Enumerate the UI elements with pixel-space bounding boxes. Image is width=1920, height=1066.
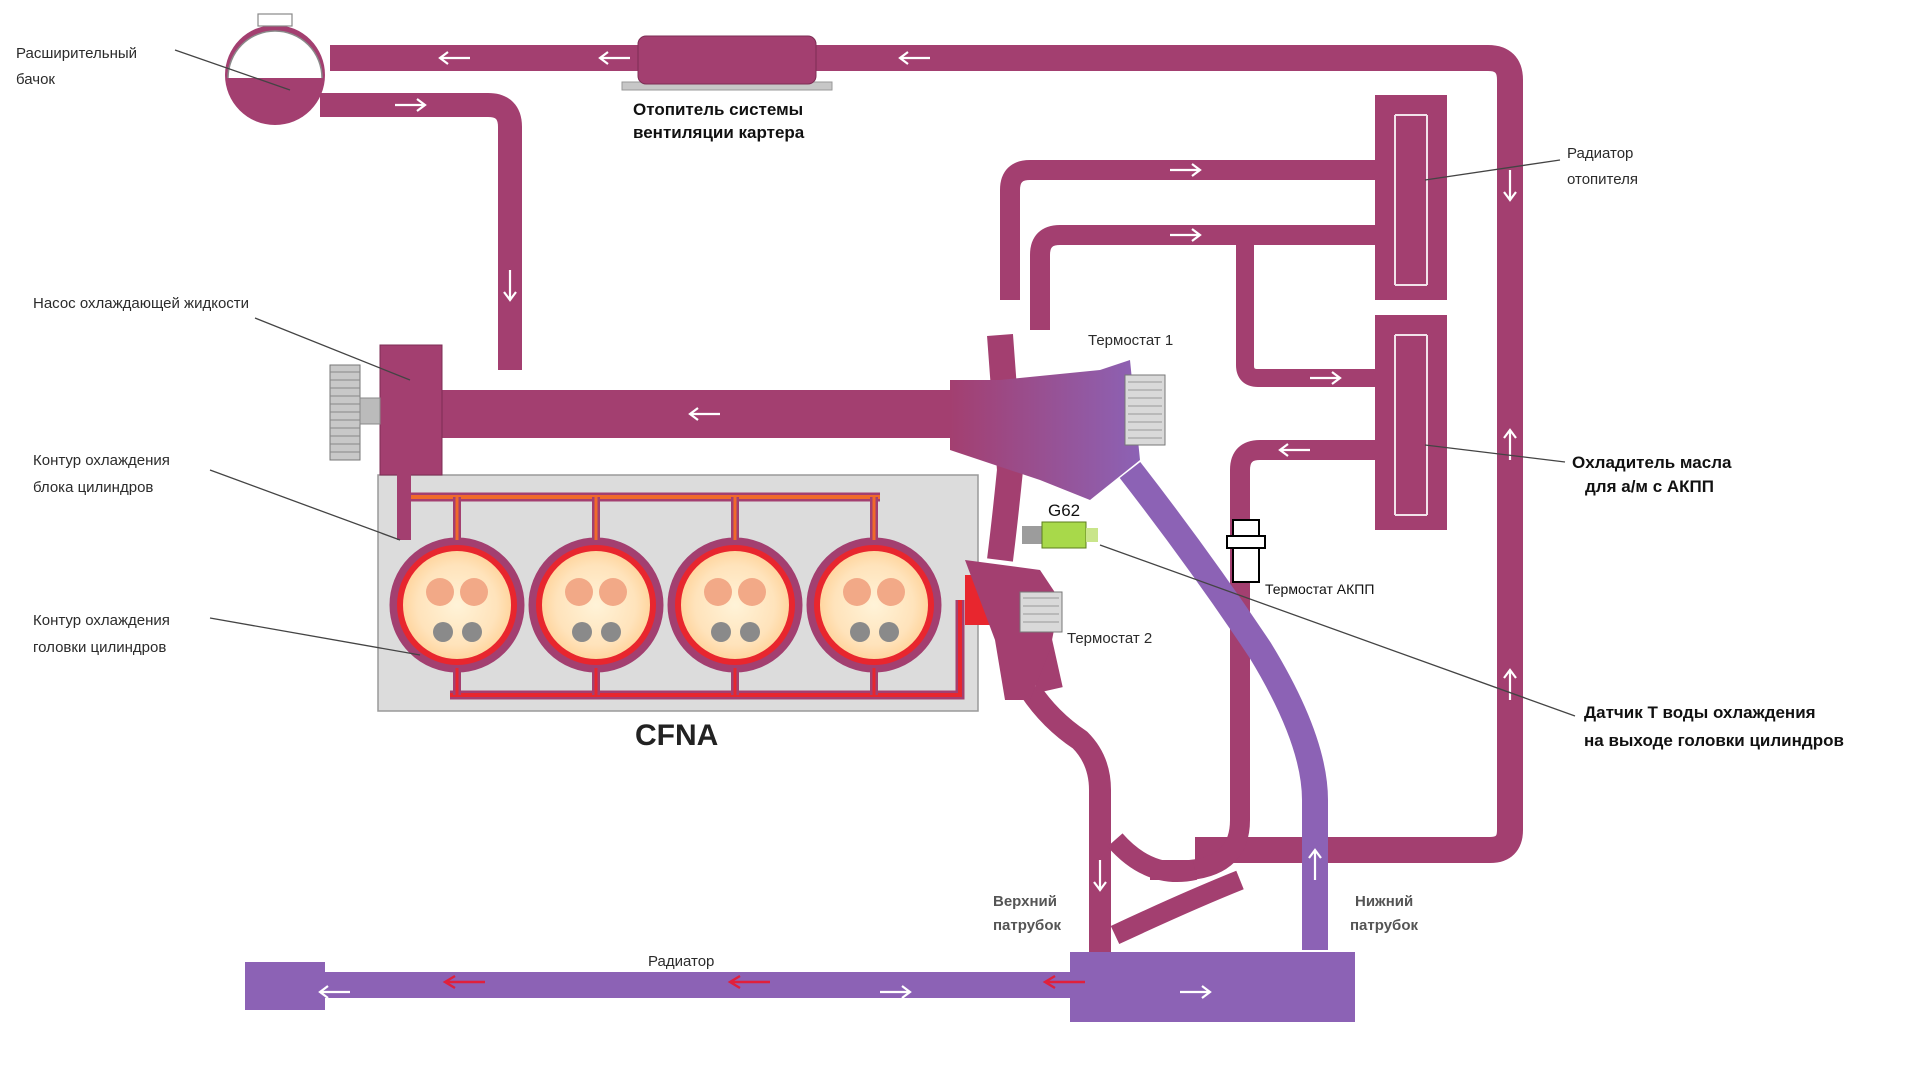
pump-pulley [329,364,381,461]
cylinder-2 [528,537,664,673]
engine-code: CFNA [635,719,718,752]
label-lower-hose: Нижний патрубок [1350,893,1418,934]
labels: Расширительный бачок Отопитель системы в… [16,45,1844,970]
cylinder-1 [389,537,525,673]
label-block-circuit: Контур охлаждения блока цилиндров [33,452,174,496]
label-oil-cooler: Охладитель масла для а/м с АКПП [1572,453,1735,496]
label-heater-radiator: Радиатор отопителя [1567,145,1638,188]
label-crankcase-heater: Отопитель системы вентиляции картера [633,100,807,142]
label-g62: G62 [1048,501,1080,520]
label-upper-hose: Верхний патрубок [993,893,1061,934]
cylinder-3 [667,537,803,673]
oil-cooler [1375,315,1447,530]
label-coolant-pump: Насос охлаждающей жидкости [33,295,249,312]
label-thermostat-2: Термостат 2 [1067,630,1152,647]
cylinder-4 [806,537,942,673]
atf-thermostat-symbol [1226,519,1266,583]
label-expansion-tank: Расширительный бачок [16,45,141,88]
expansion-tank [225,13,325,125]
heater-radiator [1375,95,1447,300]
thermostat-1 [950,360,1166,500]
label-temp-sensor: Датчик Т воды охлаждения на выходе голов… [1584,703,1844,750]
label-head-circuit: Контур охлаждения головки цилиндров [33,612,174,656]
flow-arrows [318,51,1517,999]
label-thermostat-1: Термостат 1 [1088,332,1173,349]
g62-sensor [1022,521,1098,549]
thermostat-2 [965,560,1063,700]
label-radiator: Радиатор [648,953,714,970]
crankcase-heater [621,35,833,91]
label-atf-thermostat: Термостат АКПП [1265,581,1374,597]
leader-lines [174,49,1576,717]
return-hose [1119,462,1328,950]
radiator [245,952,1355,1022]
